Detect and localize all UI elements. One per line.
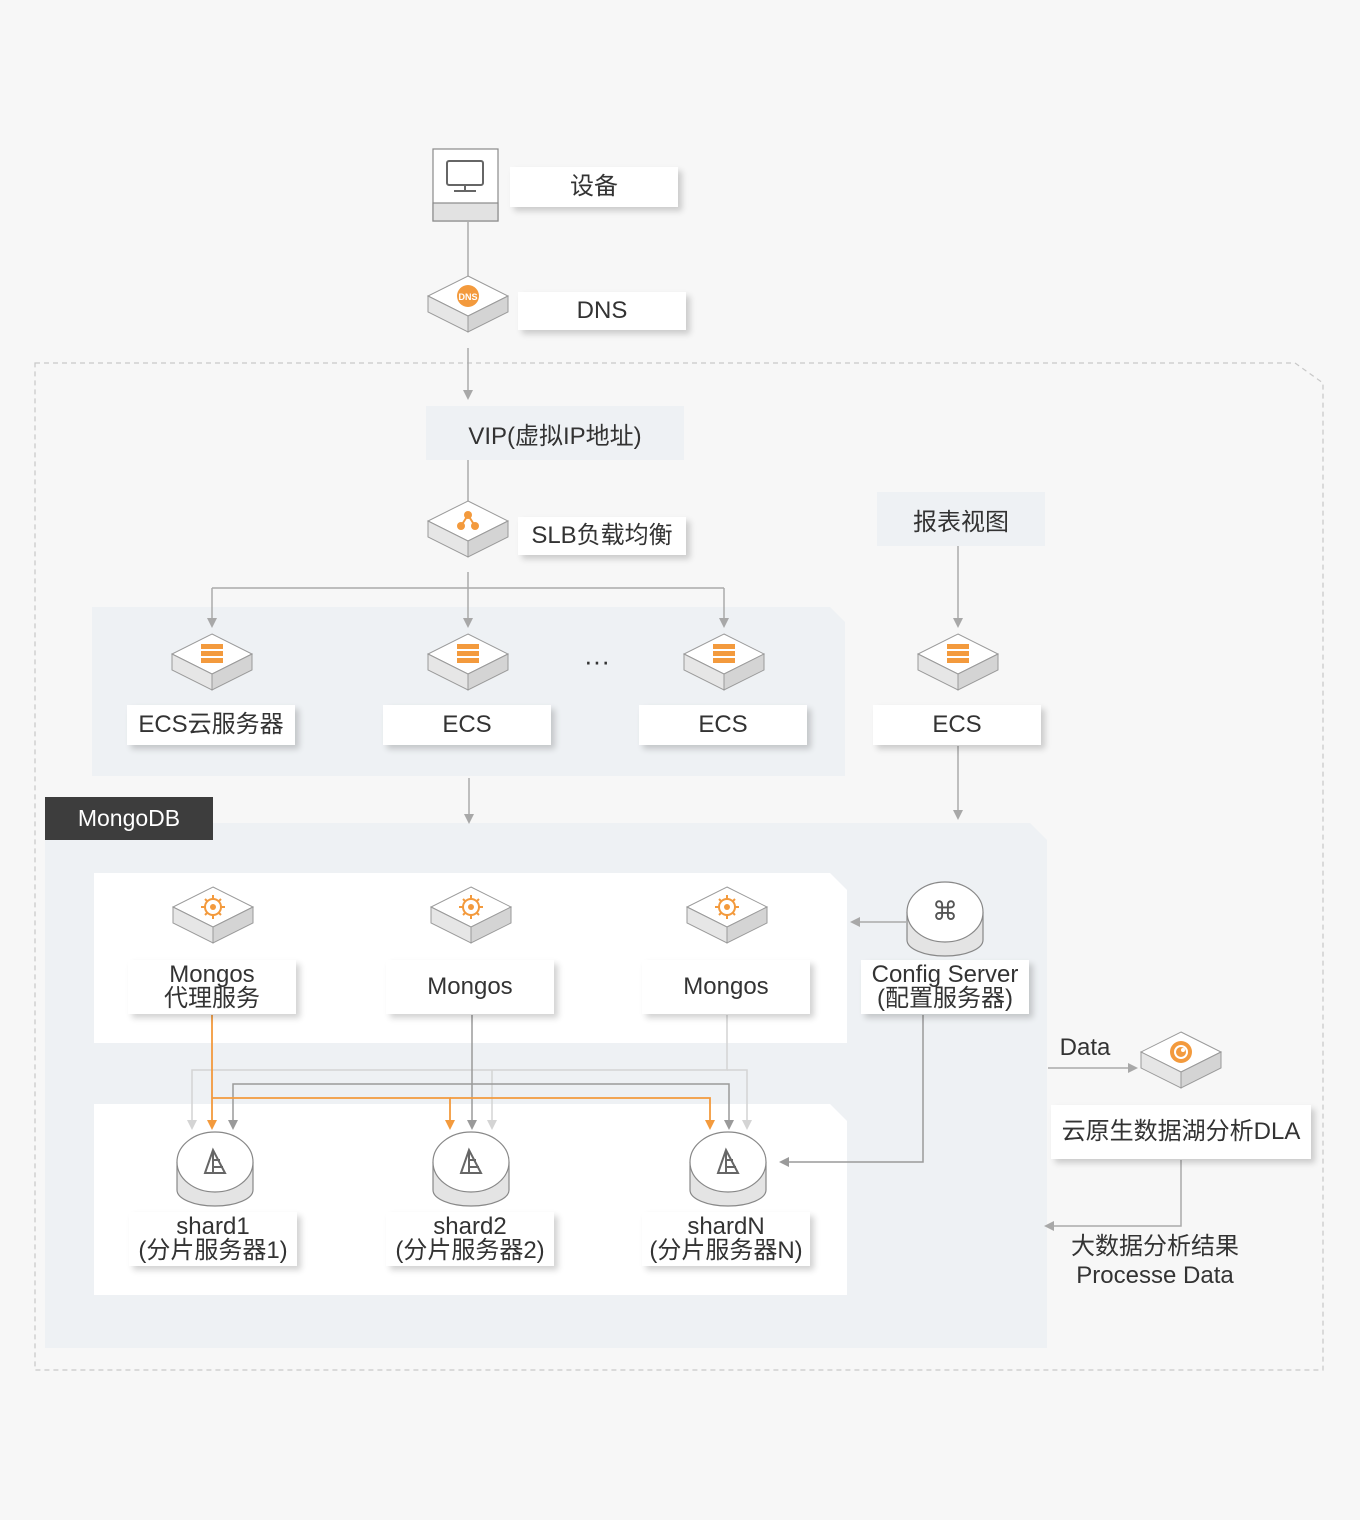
ecs-label: ECS bbox=[639, 705, 807, 745]
shard-name: shardN bbox=[687, 1213, 765, 1240]
dla-label: 云原生数据湖分析DLA bbox=[1051, 1105, 1311, 1159]
result-title: 大数据分析结果 bbox=[1071, 1233, 1239, 1261]
mongos-label: Mongos bbox=[386, 960, 554, 1014]
command-icon: ⌘ bbox=[906, 881, 984, 957]
mongos-desc: 代理服务 bbox=[164, 985, 260, 1012]
vip-box bbox=[426, 406, 684, 460]
server-stack-icon bbox=[427, 633, 509, 691]
gear-icon bbox=[430, 886, 512, 944]
config-server-label: Config Server (配置服务器) bbox=[861, 960, 1029, 1014]
gear-icon bbox=[172, 886, 254, 944]
server-stack-icon bbox=[683, 633, 765, 691]
server-stack-icon bbox=[917, 633, 999, 691]
report-view-label: 报表视图 bbox=[913, 508, 1009, 536]
dns-globe-icon: DNS bbox=[427, 275, 509, 333]
svg-text:⌘: ⌘ bbox=[932, 897, 958, 927]
mongodb-shard-icon bbox=[176, 1131, 254, 1207]
mongodb-shard-icon bbox=[689, 1131, 767, 1207]
slb-label: SLB负载均衡 bbox=[518, 517, 686, 555]
ecs-label: ECS bbox=[383, 705, 551, 745]
shard-desc: (分片服务器N) bbox=[649, 1237, 803, 1264]
config-server-desc: (配置服务器) bbox=[877, 985, 1013, 1012]
data-lake-icon bbox=[1140, 1031, 1222, 1089]
shard-desc: (分片服务器1) bbox=[138, 1237, 288, 1264]
result-subtitle: Processe Data bbox=[1076, 1262, 1234, 1289]
data-flow-label: Data bbox=[1059, 1034, 1111, 1061]
shard-name: shard2 bbox=[433, 1213, 507, 1240]
vpc-boundary bbox=[34, 362, 1324, 1371]
vip-label: VIP(虚拟IP地址) bbox=[468, 422, 642, 450]
shard-name: shard1 bbox=[176, 1213, 250, 1240]
ecs-cloud-server-label: ECS云服务器 bbox=[127, 705, 295, 745]
monitor-icon bbox=[432, 148, 499, 222]
dns-label: DNS bbox=[518, 292, 686, 330]
mongos-name: Mongos bbox=[169, 961, 255, 988]
shard-desc: (分片服务器2) bbox=[395, 1237, 545, 1264]
device-label: 设备 bbox=[510, 167, 678, 207]
report-box bbox=[877, 492, 1045, 546]
gear-icon bbox=[686, 886, 768, 944]
ecs-group-panel bbox=[92, 607, 845, 776]
config-server-name: Config Server bbox=[871, 961, 1019, 988]
mongos-label: Mongos bbox=[642, 960, 810, 1014]
result-label: 大数据分析结果 Processe Data bbox=[1040, 1230, 1270, 1294]
server-stack-icon bbox=[171, 633, 253, 691]
mongodb-tag: MongoDB bbox=[45, 797, 213, 840]
shard1-label: shard1 (分片服务器1) bbox=[129, 1212, 297, 1266]
mongos-proxy-label: Mongos 代理服务 bbox=[128, 960, 296, 1014]
shard2-label: shard2 (分片服务器2) bbox=[386, 1212, 554, 1266]
load-balancer-icon bbox=[427, 500, 509, 558]
mongodb-shard-icon bbox=[432, 1131, 510, 1207]
shardN-label: shardN (分片服务器N) bbox=[642, 1212, 810, 1266]
dns-icon-text: DNS bbox=[458, 292, 477, 302]
ecs-report-label: ECS bbox=[873, 705, 1041, 745]
ecs-ellipsis: ··· bbox=[584, 645, 610, 676]
